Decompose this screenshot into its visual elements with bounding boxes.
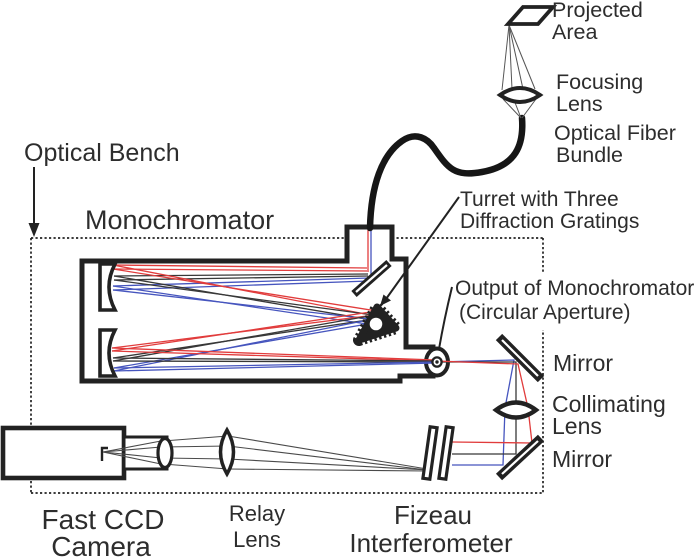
diffraction-grating-turret	[353, 301, 402, 346]
focusing-lens-label-2: Lens	[556, 92, 603, 116]
monochromator-label: Monochromator	[85, 205, 274, 235]
collimating-lens	[492, 400, 540, 420]
ccd-camera-label-1: Fast CCD	[42, 504, 165, 535]
collimating-lens-label-1: Collimating	[552, 391, 666, 417]
aperture-pinhole	[431, 356, 443, 368]
turret-label-2: Diffraction Gratings	[460, 210, 639, 233]
projection-rays	[501, 24, 537, 119]
output-label-backing	[449, 272, 697, 330]
slit-fold-mirror	[351, 260, 392, 297]
fiber-bundle-label-2: Bundle	[556, 143, 623, 167]
focusing-lens	[496, 86, 544, 104]
ccd-sensor	[100, 446, 108, 461]
fizeau-plates	[421, 424, 455, 482]
fold-mirror-upper	[495, 333, 545, 383]
projected-area-label-1: Projected	[552, 0, 643, 22]
optical-bench-label: Optical Bench	[24, 139, 180, 167]
optical-fiber-bundle	[366, 114, 526, 232]
mirror-upper-label: Mirror	[553, 350, 613, 376]
fizeau-label-1: Fizeau	[394, 500, 472, 530]
relay-beam-rays	[102, 435, 429, 472]
focusing-lens-label-1: Focusing	[556, 70, 643, 94]
projected-area-plane	[503, 5, 558, 26]
output-label-2: (Circular Aperture)	[459, 301, 631, 324]
ccd-camera-label-2: Camera	[51, 531, 151, 557]
turret-label-1: Turret with Three	[460, 188, 619, 211]
collimating-lens-label-2: Lens	[552, 413, 602, 439]
fiber-bundle-label-1: Optical Fiber	[554, 121, 676, 145]
mirror-lower-label: Mirror	[552, 446, 612, 472]
labels: Optical Bench Monochromator Projected Ar…	[24, 0, 694, 557]
relay-lens-label-2: Lens	[233, 527, 281, 552]
relay-lens	[218, 426, 236, 478]
turret-pointer-arrow	[380, 196, 460, 306]
projected-area-label-2: Area	[552, 20, 597, 44]
upper-concave-mirror	[98, 262, 118, 312]
barrel-lens	[156, 436, 174, 470]
lower-concave-mirror	[98, 328, 118, 378]
optical-bench-arrow	[28, 167, 40, 237]
output-pointer-line	[438, 286, 453, 350]
output-label-1: Output of Monochromator	[455, 277, 694, 300]
relay-lens-label-1: Relay	[229, 501, 285, 526]
fold-mirror-lower	[495, 434, 545, 481]
monochromator-rays	[111, 228, 437, 372]
fizeau-label-2: Interferometer	[349, 528, 513, 557]
